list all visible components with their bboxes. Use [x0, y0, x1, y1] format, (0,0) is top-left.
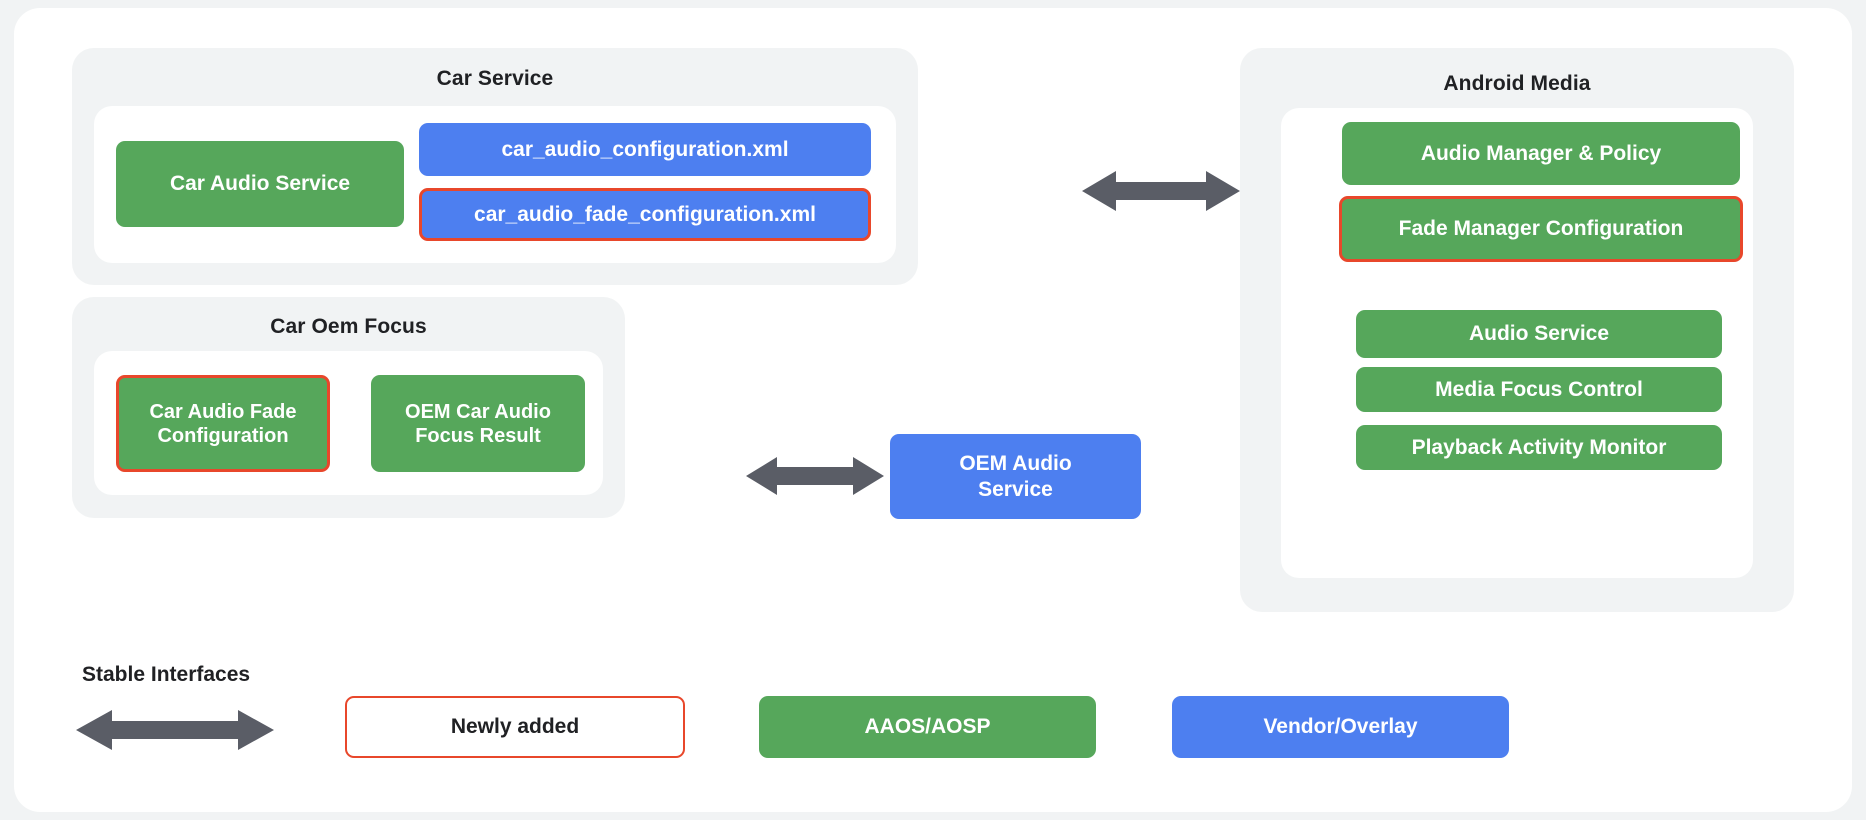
node-label: Car Audio Service: [169, 172, 351, 196]
group-android-media-title: Android Media: [1443, 72, 1591, 95]
node-car-audio-fade-configuration[interactable]: Car Audio Fade Configuration: [116, 375, 330, 472]
legend-stable-interfaces-label: Stable Interfaces: [82, 663, 251, 686]
node-label: car_audio_configuration.xml: [501, 137, 789, 161]
group-car-oem-focus: Car Oem Focus Car Audio Fade Configurati…: [72, 297, 625, 518]
node-car-audio-fade-configuration-xml[interactable]: car_audio_fade_configuration.xml: [419, 188, 871, 241]
node-media-focus-control[interactable]: Media Focus Control: [1356, 367, 1722, 412]
legend-item-label: AAOS/AOSP: [864, 715, 991, 738]
legend-item-label: Newly added: [450, 715, 580, 738]
node-label: Playback Activity Monitor: [1411, 435, 1667, 459]
node-label: Car Audio Fade Configuration: [149, 400, 297, 447]
node-label: car_audio_fade_configuration.xml: [474, 202, 816, 226]
arrow-car-oem-focus-to-oem-audio-service: [746, 455, 884, 497]
diagram-card: Car Service Car Audio Service car_audio_…: [14, 8, 1852, 812]
node-label: Audio Service: [1468, 322, 1610, 346]
node-label-line1: OEM Audio: [959, 452, 1072, 476]
node-oem-car-audio-focus-result[interactable]: OEM Car Audio Focus Result: [371, 375, 585, 472]
node-fade-manager-configuration[interactable]: Fade Manager Configuration: [1339, 196, 1743, 262]
node-audio-manager-policy[interactable]: Audio Manager & Policy: [1342, 122, 1740, 185]
node-oem-audio-service[interactable]: OEM Audio Service: [890, 434, 1141, 519]
legend-item-newly-added[interactable]: Newly added: [345, 696, 685, 758]
node-car-audio-service[interactable]: Car Audio Service: [116, 141, 404, 227]
group-android-media: Android Media Audio Manager & Policy Fad…: [1240, 48, 1794, 612]
node-audio-service[interactable]: Audio Service: [1356, 310, 1722, 358]
node-playback-activity-monitor[interactable]: Playback Activity Monitor: [1356, 425, 1722, 470]
legend-item-label: Vendor/Overlay: [1263, 715, 1418, 738]
node-label: Audio Manager & Policy: [1420, 141, 1662, 165]
node-label: OEM Car Audio Focus Result: [405, 400, 551, 447]
legend-item-vendor-overlay[interactable]: Vendor/Overlay: [1172, 696, 1509, 758]
node-label-line2: Service: [978, 477, 1053, 501]
arrow-car-service-to-android-media: [1082, 169, 1240, 213]
legend-item-aaos-aosp[interactable]: AAOS/AOSP: [759, 696, 1096, 758]
group-car-service-title: Car Service: [436, 67, 554, 90]
node-label: Fade Manager Configuration: [1398, 217, 1684, 241]
group-car-service: Car Service Car Audio Service car_audio_…: [72, 48, 918, 285]
group-car-oem-focus-title: Car Oem Focus: [270, 315, 427, 338]
node-car-audio-configuration-xml[interactable]: car_audio_configuration.xml: [419, 123, 871, 176]
legend-stable-interfaces-arrow: [76, 708, 274, 752]
node-label: Media Focus Control: [1435, 377, 1643, 401]
